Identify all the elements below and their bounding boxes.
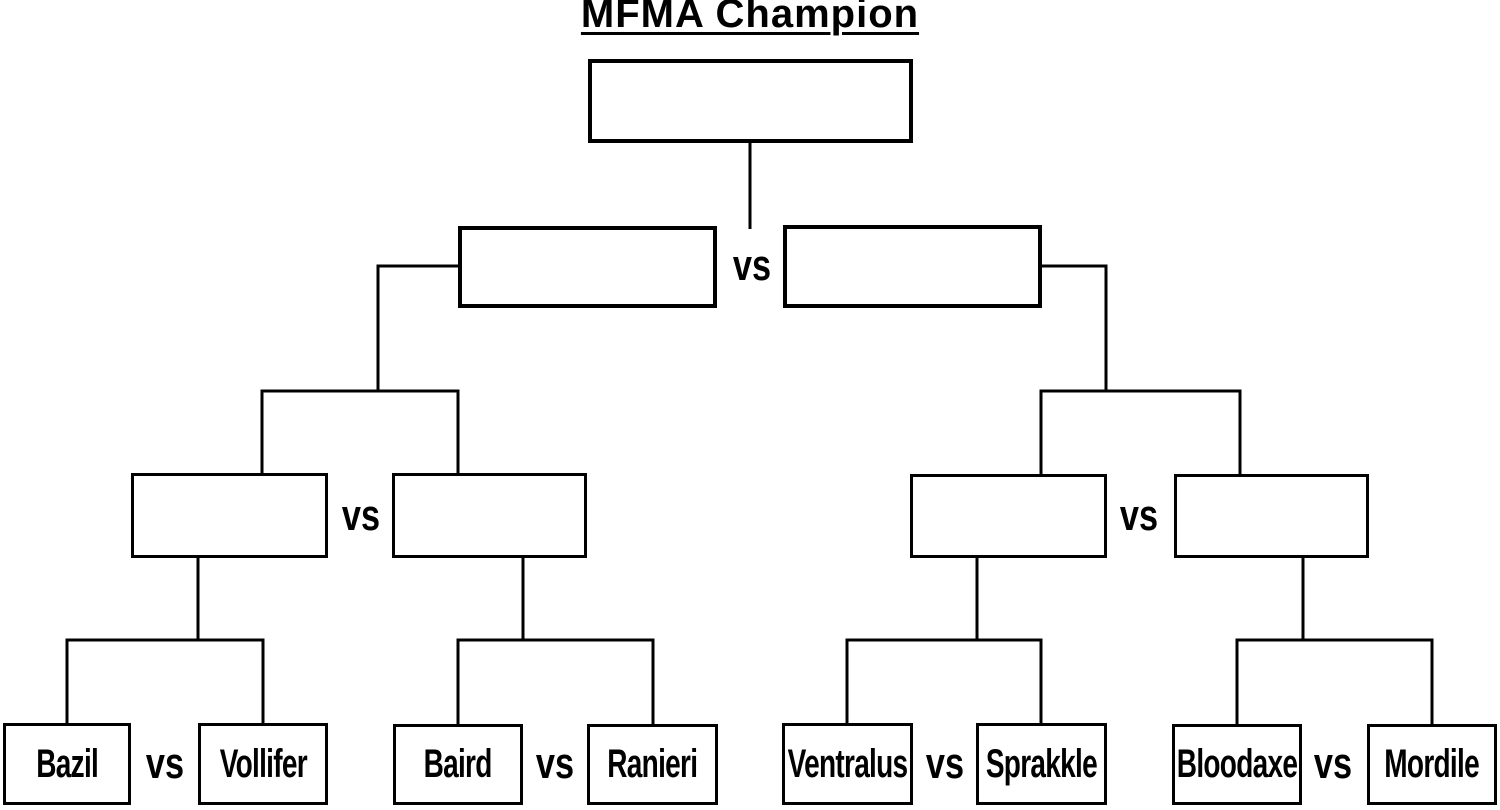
entrant-name: Ranieri (607, 742, 698, 786)
entrant-box-ventralus: Ventralus (782, 723, 913, 805)
connector-final-left-feeder (260, 264, 460, 476)
semifinal-box-left-1 (131, 473, 328, 558)
vs-label-match-1: vs (145, 739, 185, 789)
semifinal-box-right-2 (1174, 474, 1369, 558)
vs-label-match-4: vs (1313, 739, 1353, 789)
semifinal-box-left-2 (392, 473, 587, 558)
vs-label-semi-left: vs (341, 491, 381, 541)
connector-semi-left2-feeder (456, 557, 655, 726)
vs-label-match-2: vs (535, 739, 575, 789)
entrant-box-bazil: Bazil (3, 723, 131, 805)
final-box-left (458, 226, 717, 308)
page-title: MFMA Champion (580, 0, 920, 36)
entrant-box-ranieri: Ranieri (587, 724, 718, 805)
connector-semi-right1-feeder (845, 557, 1043, 726)
entrant-box-bloodaxe: Bloodaxe (1172, 724, 1302, 805)
semifinal-box-right-1 (910, 474, 1107, 558)
entrant-box-sprakkle: Sprakkle (976, 723, 1107, 805)
connector-semi-left1-feeder (65, 557, 265, 726)
entrant-name: Baird (423, 742, 493, 786)
entrant-name: Bloodaxe (1176, 742, 1298, 786)
vs-label-semi-right: vs (1119, 491, 1159, 541)
entrant-box-vollifer: Vollifer (198, 723, 328, 805)
connector-semi-right2-feeder (1235, 557, 1434, 726)
vs-label-match-3: vs (925, 739, 965, 789)
entrant-name: Ventralus (787, 741, 908, 786)
connector-final-right-feeder (1039, 264, 1242, 476)
final-box-right (783, 225, 1042, 308)
entrant-name: Bazil (36, 741, 99, 786)
entrant-box-baird: Baird (393, 724, 523, 805)
entrant-box-mordile: Mordile (1367, 724, 1497, 805)
vs-label-final: vs (732, 241, 772, 291)
entrant-name: Mordile (1384, 742, 1480, 786)
entrant-name: Vollifer (219, 741, 307, 786)
champion-box (588, 59, 913, 143)
entrant-name: Sprakkle (985, 741, 1098, 786)
